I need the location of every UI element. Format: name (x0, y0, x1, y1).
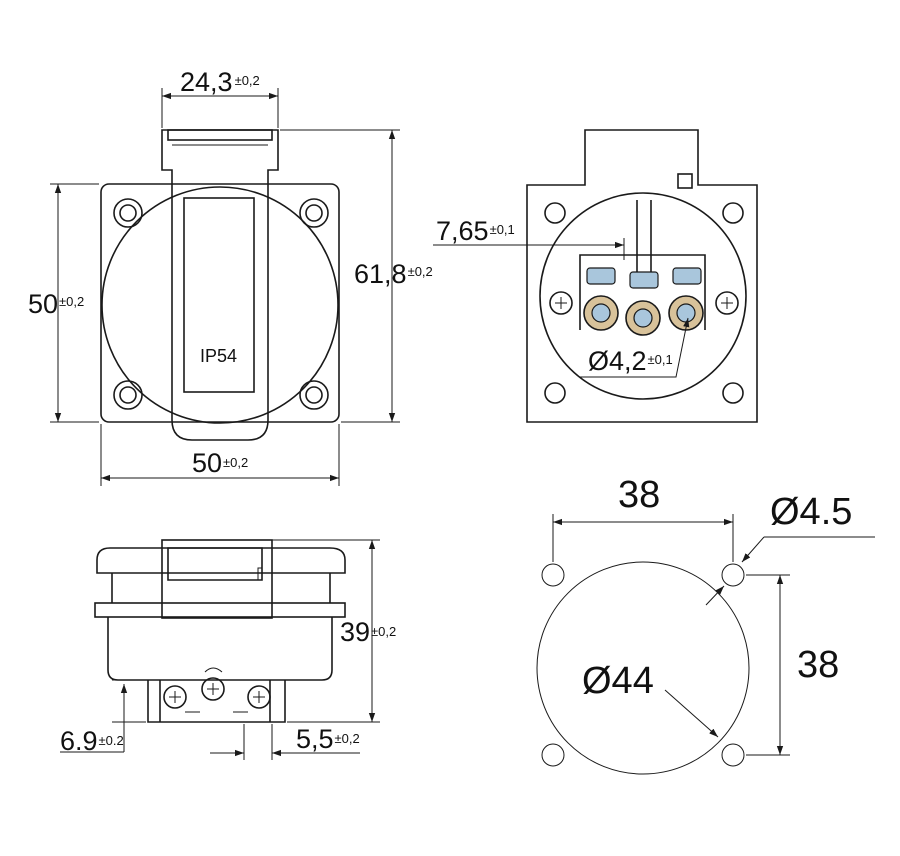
dim-front-right: 61,8±0,2 (354, 259, 433, 289)
dim-cutout-dia: Ø44 (582, 660, 654, 702)
dim-front-left: 50±0,2 (28, 289, 84, 319)
dim-side-depth: 6.9±0.2 (60, 726, 124, 756)
dim-hole-spacing-h: 38 (618, 474, 660, 516)
front-lid-window (183, 197, 255, 393)
front-flange (100, 183, 340, 423)
mount-hole-br (721, 743, 745, 767)
rear-terminal-1 (583, 267, 619, 331)
side-screw-2 (201, 677, 225, 701)
side-lid (161, 539, 273, 619)
rear-terminal-2 (625, 271, 661, 336)
front-view: IP54 24,3±0,2 50±0,2 61,8±0,2 50±0,2 (28, 67, 433, 486)
front-socket-circle (101, 186, 339, 424)
side-view: 39±0,2 6.9±0.2 5,5±0,2 (60, 539, 396, 760)
dim-hole-spacing-v: 38 (797, 644, 839, 686)
dim-front-top: 24,3±0,2 (180, 67, 260, 97)
cutout-circle (536, 561, 750, 775)
rear-square-mark (677, 173, 693, 189)
dim-rear-terminal-dia: Ø4,2±0,1 (588, 346, 673, 376)
mounting-cutout-view: 38 Ø4.5 38 Ø44 (536, 474, 875, 775)
rear-body (526, 129, 758, 423)
rear-screw-right (715, 291, 739, 315)
mount-hole-tl (541, 563, 565, 587)
side-flange (94, 602, 346, 618)
front-hole-br (299, 380, 329, 410)
dim-rear-offset: 7,65±0,1 (436, 216, 515, 246)
rear-socket-circle (539, 192, 747, 400)
dim-front-bottom: 50±0,2 (192, 448, 248, 478)
dim-side-spacing: 5,5±0,2 (296, 724, 360, 754)
front-hole-bl (113, 380, 143, 410)
front-lid (161, 129, 279, 441)
front-hole-tr (299, 198, 329, 228)
rear-screw-left (549, 291, 573, 315)
mount-hole-bl (541, 743, 565, 767)
rear-view: 7,65±0,1 Ø4,2±0,1 (433, 129, 758, 423)
dim-side-height: 39±0,2 (340, 617, 396, 647)
rear-terminal-3 (668, 267, 704, 331)
dim-hole-dia: Ø4.5 (770, 491, 852, 533)
mount-hole-tr (721, 563, 745, 587)
side-screw-3 (247, 685, 271, 709)
ip-rating-label: IP54 (200, 346, 237, 366)
front-hole-tl (113, 198, 143, 228)
side-screw-1 (163, 685, 187, 709)
